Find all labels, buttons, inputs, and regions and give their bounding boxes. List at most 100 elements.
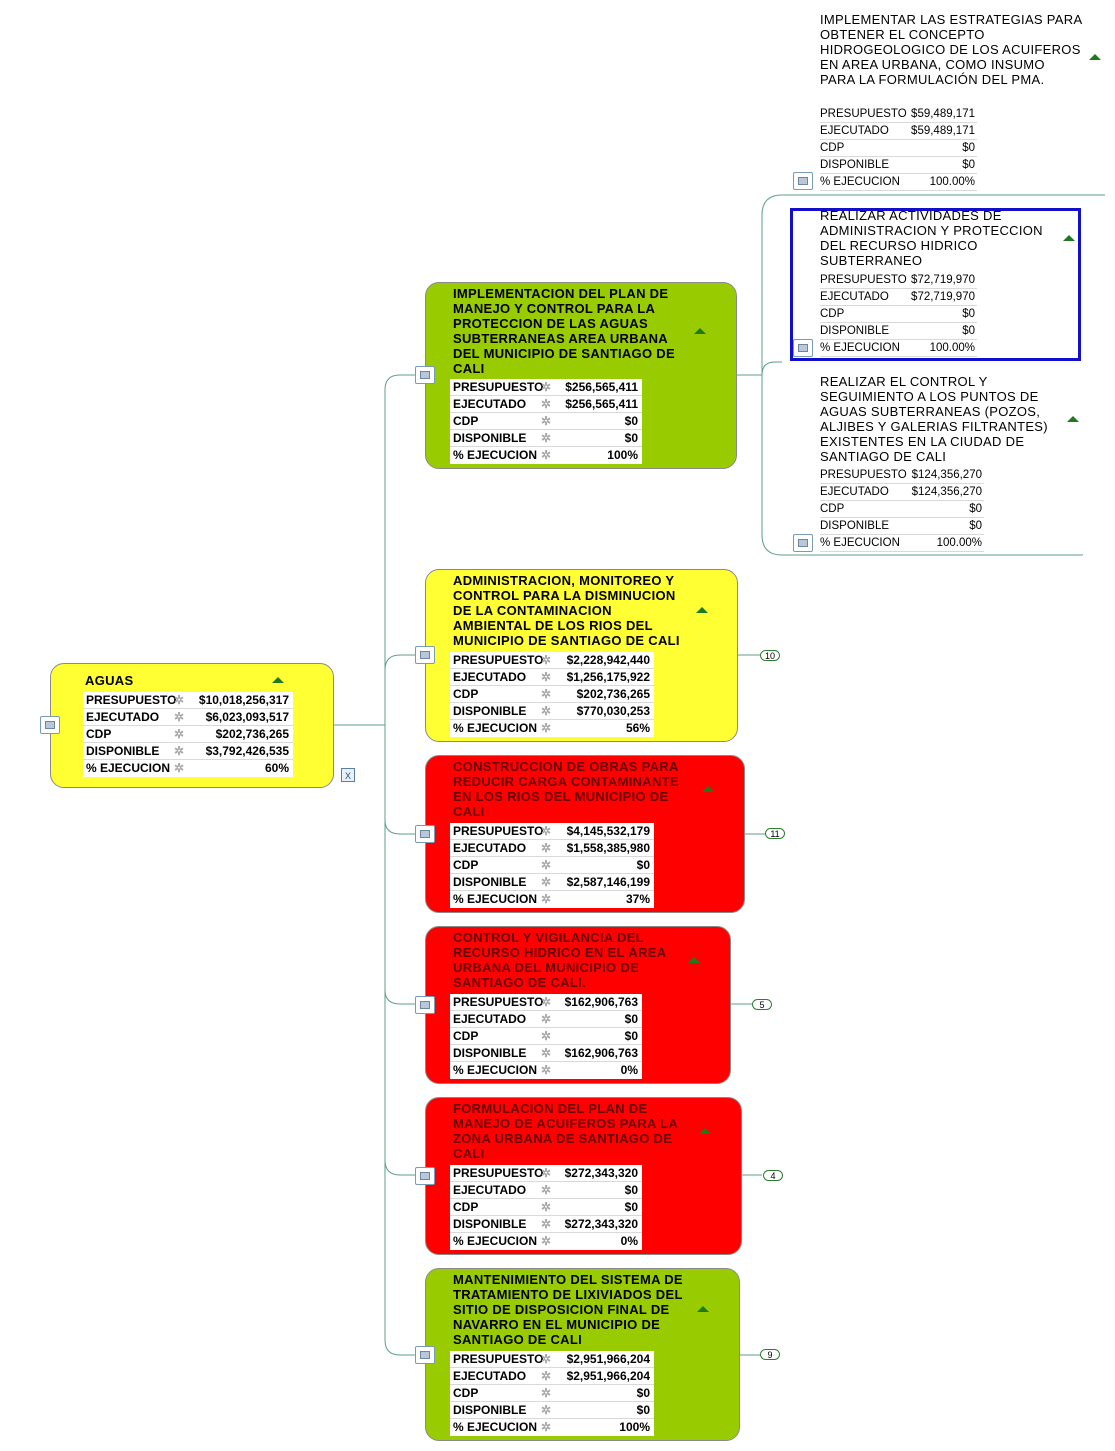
branch-title: ADMINISTRACION, MONITOREO Y CONTROL PARA… — [453, 573, 680, 648]
table-row: CDP✲$0 — [450, 1028, 642, 1045]
row-value: $256,565,411 — [565, 397, 638, 411]
branch-table: PRESUPUESTO✲$2,228,942,440 EJECUTADO✲$1,… — [450, 652, 654, 737]
row-label: DISPONIBLE — [453, 704, 527, 718]
notes-icon[interactable] — [415, 996, 435, 1014]
branch-node-5[interactable]: FORMULACION DEL PLAN DE MANEJO DE ACUIFE… — [425, 1097, 742, 1255]
collapse-arrow-icon[interactable] — [696, 607, 708, 613]
collapse-arrow-icon[interactable] — [1089, 54, 1101, 60]
row-value: 0% — [620, 1234, 638, 1248]
branch-title: FORMULACION DEL PLAN DE MANEJO DE ACUIFE… — [453, 1101, 678, 1161]
row-label: % EJECUCION — [820, 176, 900, 188]
row-label: DISPONIBLE — [453, 431, 527, 445]
branch-node-3[interactable]: CONSTRUCCION DE OBRAS PARA REDUCIR CARGA… — [425, 755, 745, 913]
child-count-badge[interactable]: 4 — [763, 1170, 783, 1181]
gear-icon: ✲ — [540, 1234, 552, 1248]
row-value: 56% — [625, 721, 650, 735]
row-label: % EJECUCION — [453, 892, 538, 906]
row-value: $6,023,093,517 — [205, 710, 289, 724]
gear-icon: ✲ — [540, 1403, 552, 1417]
row-value: $2,951,966,204 — [566, 1369, 650, 1383]
child-count-badge[interactable]: 11 — [765, 828, 785, 839]
table-row: DISPONIBLE✲$0 — [450, 430, 642, 447]
table-row: DISPONIBLE ✲ $0 — [450, 1402, 654, 1419]
branch-title: CONTROL Y VIGILANCIA DEL RECURSO HIDRICO… — [453, 930, 666, 990]
gear-icon: ✲ — [540, 448, 552, 462]
child-count-badge[interactable]: 5 — [752, 999, 772, 1010]
row-label: CDP — [453, 1200, 479, 1214]
gear-icon: ✲ — [540, 875, 552, 889]
row-label: DISPONIBLE — [453, 1403, 527, 1417]
notes-icon[interactable] — [415, 825, 435, 843]
row-label: PRESUPUESTO — [820, 274, 907, 286]
table-row: CDP$0 — [820, 306, 977, 323]
table-row: CDP$0 — [820, 140, 977, 157]
table-row: % EJECUCION✲100% — [450, 1419, 654, 1436]
row-value: $0 — [636, 1403, 650, 1417]
gear-icon: ✲ — [540, 380, 552, 394]
excel-icon[interactable]: X — [341, 768, 355, 782]
row-value: $2,951,966,204 — [566, 1352, 650, 1366]
row-value: $59,489,171 — [911, 125, 975, 137]
row-value: $256,565,411 — [565, 380, 638, 394]
child-count-badge[interactable]: 10 — [760, 650, 780, 661]
notes-icon[interactable] — [793, 172, 813, 190]
branch-node-6[interactable]: MANTENIMIENTO DEL SISTEMA DE TRATAMIENTO… — [425, 1268, 740, 1441]
gear-icon: ✲ — [540, 858, 552, 872]
gear-icon: ✲ — [173, 693, 185, 707]
branch-node-1[interactable]: IMPLEMENTACION DEL PLAN DE MANEJO Y CONT… — [425, 282, 737, 469]
row-value: $10,018,256,317 — [198, 693, 289, 707]
table-row: EJECUTADO$59,489,171 — [820, 123, 977, 140]
branch-node-2[interactable]: ADMINISTRACION, MONITOREO Y CONTROL PARA… — [425, 569, 738, 742]
collapse-arrow-icon[interactable] — [1063, 235, 1075, 241]
row-label: PRESUPUESTO — [820, 469, 907, 481]
row-label: CDP — [453, 687, 479, 701]
notes-icon[interactable] — [415, 1167, 435, 1185]
notes-icon[interactable] — [40, 716, 60, 734]
notes-icon[interactable] — [415, 646, 435, 664]
row-value: $272,343,320 — [564, 1166, 638, 1180]
gear-icon: ✲ — [540, 892, 552, 906]
leaf-title: IMPLEMENTAR LAS ESTRATEGIAS PARA OBTENER… — [820, 12, 1082, 87]
row-label: PRESUPUESTO — [453, 653, 544, 667]
row-value: $3,792,426,535 — [205, 744, 289, 758]
table-row: PRESUPUESTO✲$162,906,763 — [450, 994, 642, 1011]
row-value: 0% — [620, 1063, 638, 1077]
row-value: $0 — [962, 308, 975, 320]
table-row: EJECUTADO ✲ $2,951,966,204 — [450, 1368, 654, 1385]
branch-node-4[interactable]: CONTROL Y VIGILANCIA DEL RECURSO HIDRICO… — [425, 926, 731, 1084]
leaf-node-2[interactable]: REALIZAR ACTIVIDADES DE ADMINISTRACION Y… — [790, 208, 1080, 361]
branch-table: PRESUPUESTO✲$256,565,411 EJECUTADO✲$256,… — [450, 379, 642, 464]
gear-icon: ✲ — [540, 431, 552, 445]
row-value: 60% — [264, 761, 289, 775]
root-node-aguas[interactable]: AGUAS PRESUPUESTO✲$10,018,256,317 EJECUT… — [50, 663, 334, 788]
collapse-arrow-icon[interactable] — [699, 1128, 711, 1134]
collapse-arrow-icon[interactable] — [688, 957, 700, 963]
leaf-node-3[interactable]: REALIZAR EL CONTROL Y SEGUIMIENTO A LOS … — [790, 372, 1090, 555]
table-row: CDP✲$202,736,265 — [83, 726, 293, 743]
gear-icon: ✲ — [540, 1369, 552, 1383]
table-row: CDP$0 — [820, 501, 984, 518]
table-row: DISPONIBLE✲$2,587,146,199 — [450, 874, 654, 891]
branch-title: MANTENIMIENTO DEL SISTEMA DE TRATAMIENTO… — [453, 1272, 683, 1347]
notes-icon[interactable] — [793, 339, 813, 357]
collapse-arrow-icon[interactable] — [272, 677, 284, 683]
collapse-arrow-icon[interactable] — [1067, 416, 1079, 422]
row-label: EJECUTADO — [453, 1369, 527, 1383]
row-label: DISPONIBLE — [86, 744, 160, 758]
gear-icon: ✲ — [540, 653, 552, 667]
notes-icon[interactable] — [415, 366, 435, 384]
table-row: PRESUPUESTO$59,489,171 — [820, 106, 977, 123]
root-table: PRESUPUESTO✲$10,018,256,317 EJECUTADO✲$6… — [83, 692, 293, 777]
table-row: DISPONIBLE$0 — [820, 518, 984, 535]
collapse-arrow-icon[interactable] — [694, 328, 706, 334]
notes-icon[interactable] — [415, 1346, 435, 1364]
child-count-badge[interactable]: 9 — [760, 1349, 780, 1360]
row-label: CDP — [453, 1386, 479, 1400]
collapse-arrow-icon[interactable] — [702, 786, 714, 792]
table-row: EJECUTADO✲$1,256,175,922 — [450, 669, 654, 686]
leaf-node-1[interactable]: IMPLEMENTAR LAS ESTRATEGIAS PARA OBTENER… — [790, 8, 1110, 194]
collapse-arrow-icon[interactable] — [697, 1306, 709, 1312]
notes-icon[interactable] — [793, 534, 813, 552]
